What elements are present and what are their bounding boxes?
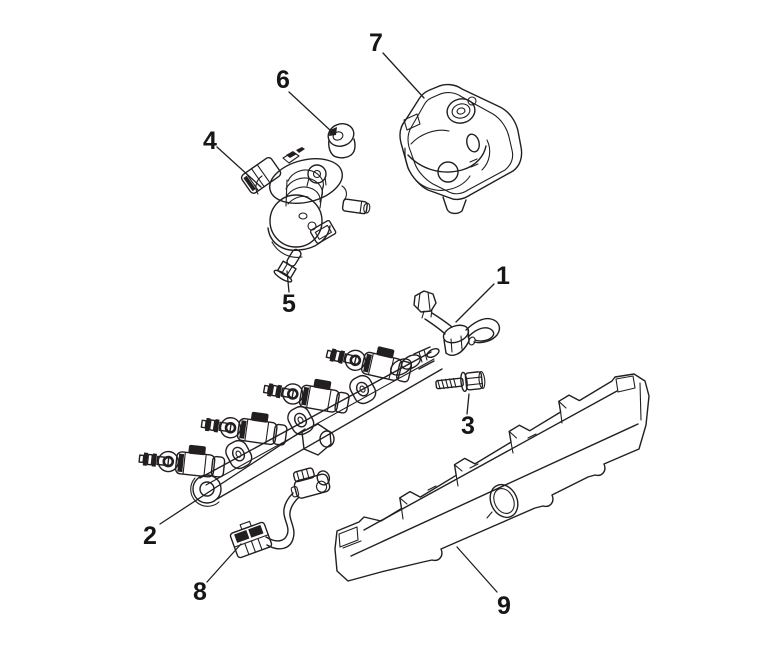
callout-leader-9 [456, 546, 498, 593]
callout-label-3: 3 [461, 412, 475, 440]
fuel-rail-bolt-drawing [435, 371, 486, 393]
wiring-jumper-drawing [229, 467, 331, 559]
callout-leader-7 [382, 52, 425, 99]
callout-label-8: 8 [193, 578, 207, 606]
callout-label-6: 6 [276, 66, 290, 94]
callout-leader-8 [206, 543, 242, 583]
fuel-rail-cover-drawing [334, 373, 650, 582]
fuel-rail-drawing [136, 333, 443, 507]
callout-label-9: 9 [497, 592, 511, 620]
callout-label-4: 4 [203, 127, 217, 155]
callout-label-5: 5 [282, 290, 296, 318]
callout-label-7: 7 [369, 29, 383, 57]
callout-label-1: 1 [496, 262, 510, 290]
callout-leader-3 [466, 393, 470, 415]
callout-leader-1 [455, 283, 495, 323]
high-pressure-fuel-line-drawing [413, 290, 501, 356]
callout-leader-4 [216, 146, 262, 188]
callout-leader-5 [286, 270, 290, 293]
callout-label-2: 2 [143, 522, 157, 550]
fuel-pump-insulator-drawing [327, 123, 356, 159]
callout-leader-6 [288, 91, 332, 132]
fuel-pump-cover-drawing [399, 83, 523, 215]
callout-leader-2 [159, 428, 306, 525]
callouts: 1 2 3 4 5 6 7 8 9 [143, 29, 511, 620]
fuel-pump-bolt-drawing [273, 248, 302, 283]
high-pressure-fuel-pump-drawing [240, 147, 371, 258]
